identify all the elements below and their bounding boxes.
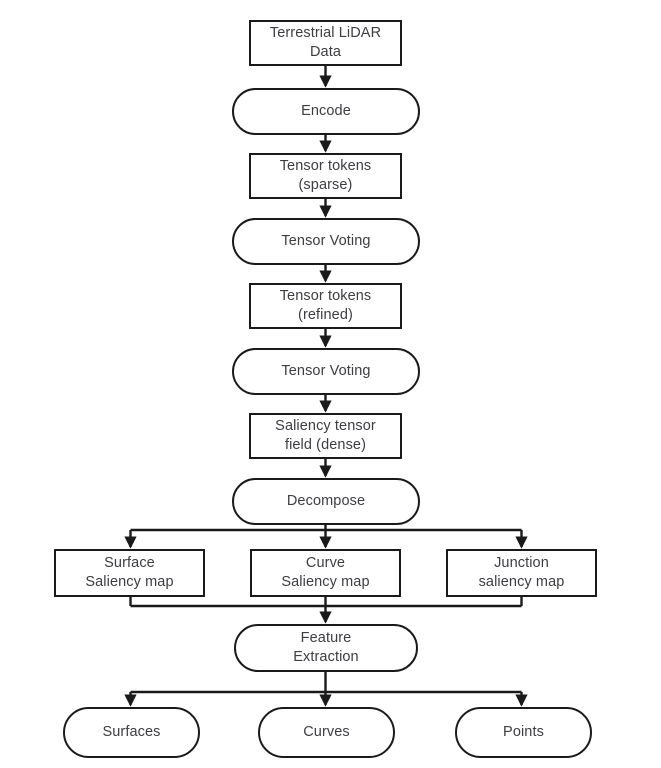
node-label: Surface Saliency map (85, 554, 174, 590)
node-label: Feature Extraction (293, 629, 359, 665)
node-encode[interactable]: Encode (232, 88, 420, 135)
node-label: Junction saliency map (478, 554, 565, 590)
node-surfaces[interactable]: Surfaces (63, 707, 200, 758)
node-label: Decompose (286, 492, 366, 509)
node-label: Curves (303, 723, 350, 740)
node-saliency-tensor-field[interactable]: Saliency tensor field (dense) (249, 413, 402, 459)
node-terrestrial-lidar-data[interactable]: Terrestrial LiDAR Data (249, 20, 402, 66)
node-tensor-voting-1[interactable]: Tensor Voting (232, 218, 420, 265)
node-curves[interactable]: Curves (258, 707, 395, 758)
node-label: Tensor tokens (sparse) (279, 157, 372, 193)
node-label: Points (503, 723, 544, 740)
node-surface-saliency-map[interactable]: Surface Saliency map (54, 549, 205, 597)
node-tensor-tokens-sparse[interactable]: Tensor tokens (sparse) (249, 153, 402, 199)
node-decompose[interactable]: Decompose (232, 478, 420, 525)
node-curve-saliency-map[interactable]: Curve Saliency map (250, 549, 401, 597)
node-points[interactable]: Points (455, 707, 592, 758)
node-tensor-tokens-refined[interactable]: Tensor tokens (refined) (249, 283, 402, 329)
node-junction-saliency-map[interactable]: Junction saliency map (446, 549, 597, 597)
node-label: Tensor Voting (281, 362, 371, 379)
node-label: Surfaces (102, 723, 161, 740)
node-label: Tensor tokens (refined) (279, 287, 372, 323)
node-label: Terrestrial LiDAR Data (269, 24, 382, 60)
node-label: Encode (301, 102, 351, 119)
node-label: Saliency tensor field (dense) (275, 417, 376, 453)
node-tensor-voting-2[interactable]: Tensor Voting (232, 348, 420, 395)
node-label: Tensor Voting (281, 232, 371, 249)
node-feature-extraction[interactable]: Feature Extraction (234, 624, 418, 672)
node-label: Curve Saliency map (281, 554, 370, 590)
